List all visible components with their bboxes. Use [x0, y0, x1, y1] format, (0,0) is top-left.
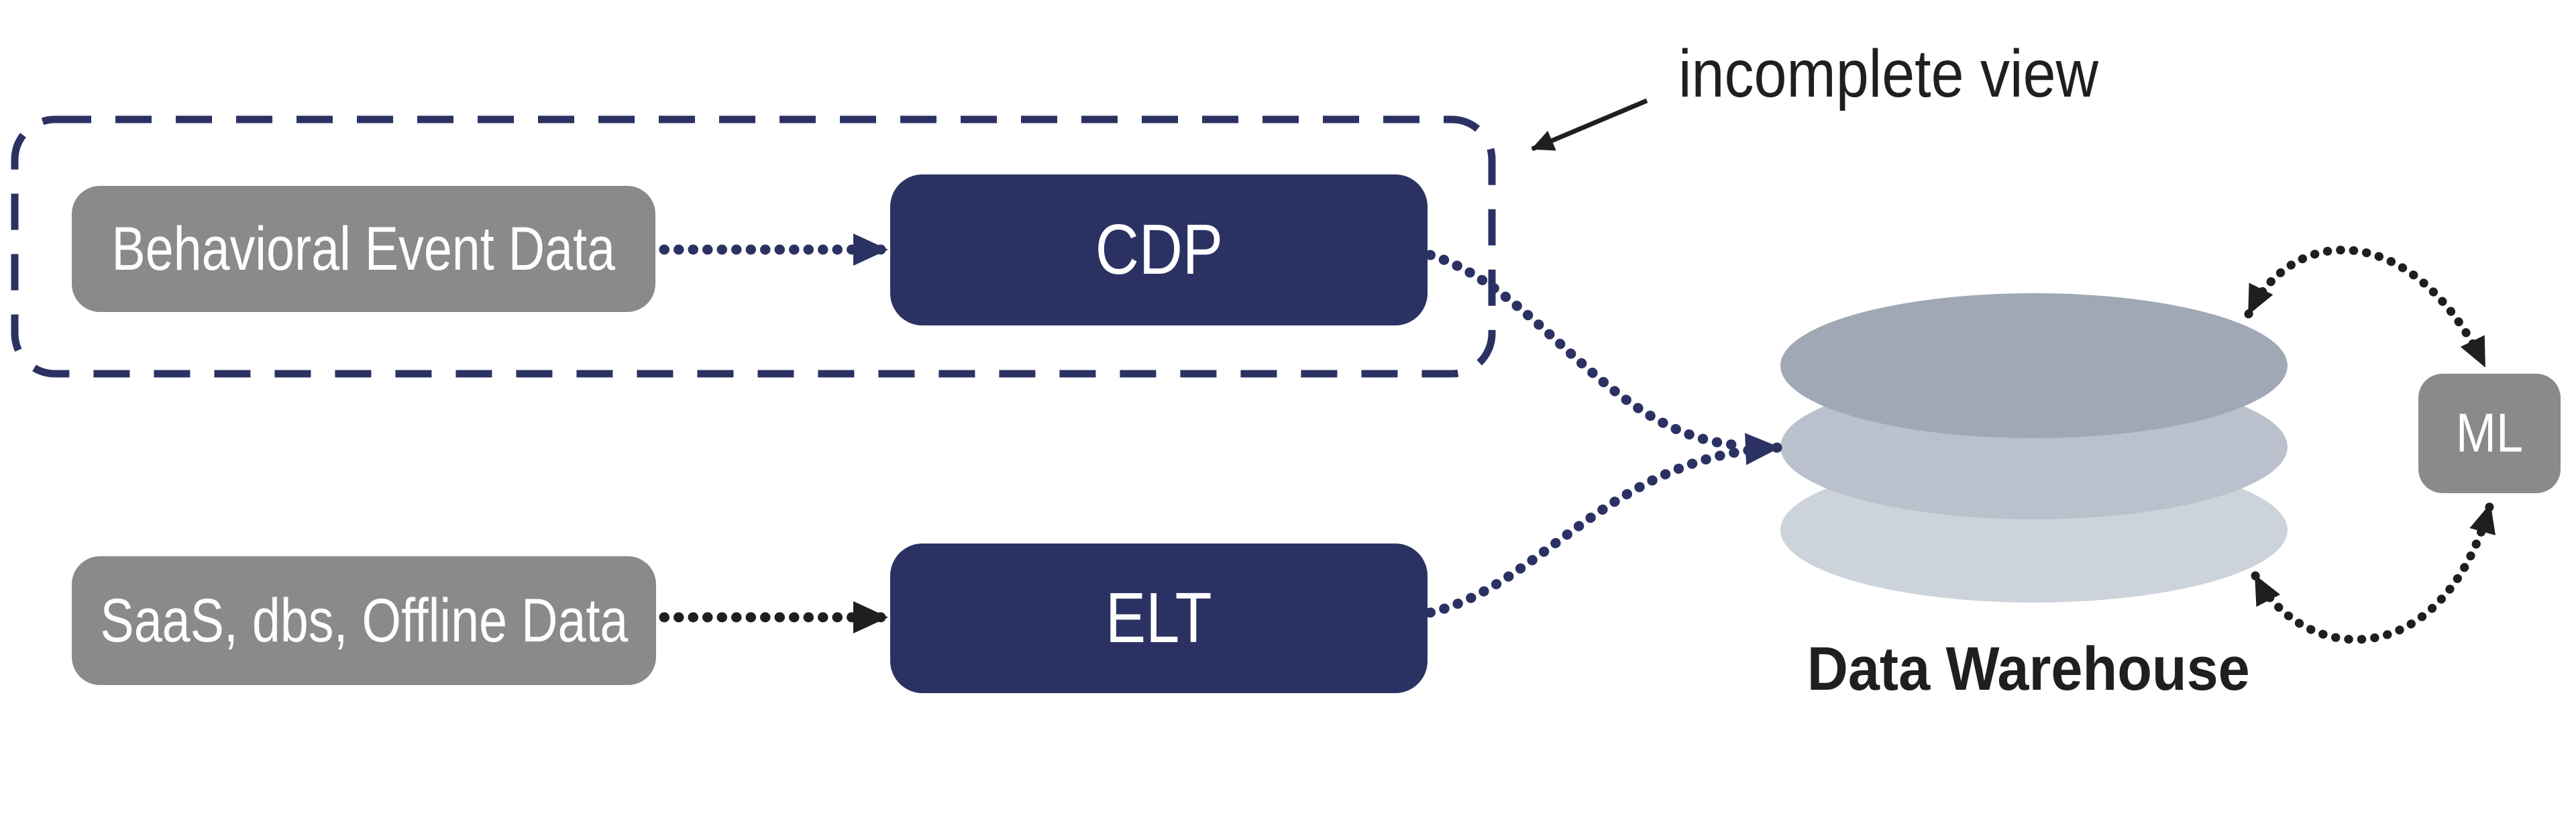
- edge-cdp-to-warehouse: [1425, 250, 1750, 451]
- annotation-arrow: [1531, 98, 1648, 152]
- node-label: Behavioral Event Data: [111, 214, 616, 283]
- edge-elt-to-warehouse: [1425, 433, 1784, 618]
- node-elt: ELT: [890, 543, 1428, 693]
- edge-warehouse-ml-top-arc: [2244, 246, 2489, 371]
- node-label: CDP: [1095, 210, 1223, 289]
- warehouse-disk-top: [1780, 293, 2288, 438]
- node-label: SaaS, dbs, Offline Data: [100, 586, 629, 655]
- annotation-label: incomplete view: [1678, 36, 2099, 111]
- node-saas-dbs-offline-data: SaaS, dbs, Offline Data: [72, 556, 656, 685]
- node-cdp: CDP: [890, 174, 1428, 325]
- node-ml: ML: [2418, 374, 2561, 493]
- warehouse-label: Data Warehouse: [1807, 635, 2251, 703]
- node-label: ML: [2455, 403, 2524, 464]
- node-behavioral-event-data: Behavioral Event Data: [72, 186, 655, 312]
- edge-ml-warehouse-bottom-arc: [2251, 500, 2496, 644]
- node-label: ELT: [1106, 578, 1212, 658]
